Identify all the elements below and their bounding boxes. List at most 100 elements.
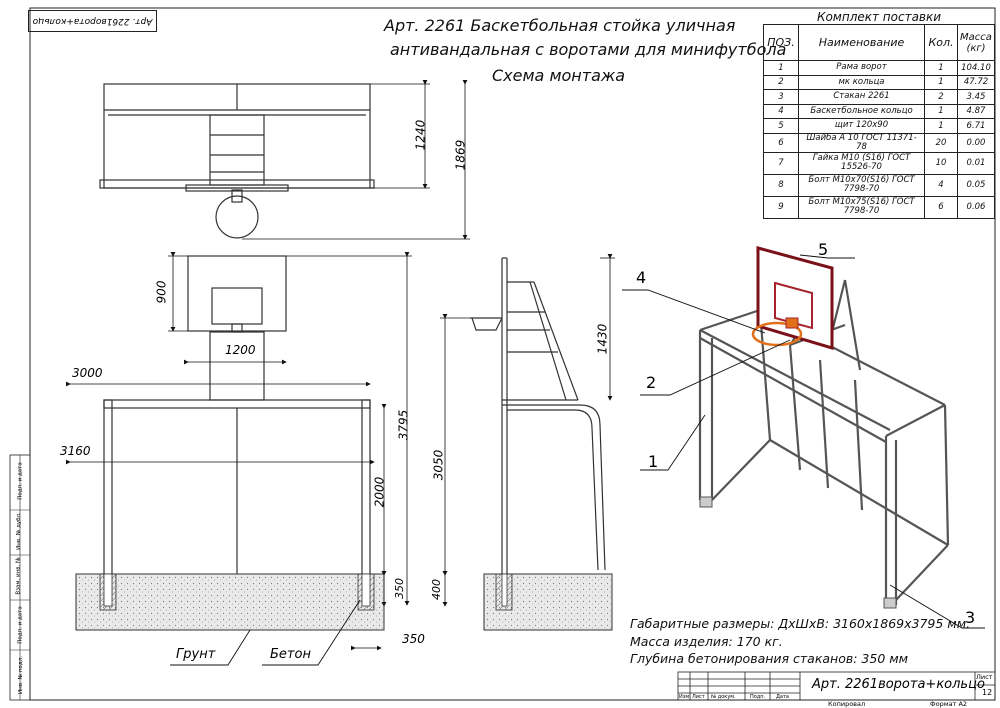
dim-1430: 1430 [595, 323, 610, 355]
position-3: 3 [965, 608, 976, 627]
note-depth: Глубина бетонирования стаканов: 350 мм [630, 651, 909, 666]
notes: Габаритные размеры: ДхШхВ: 3160х1869х379… [630, 615, 970, 668]
spec-caption: Комплект поставки [763, 10, 995, 25]
titleblock-copied: Копировал [828, 700, 866, 708]
spec-cell-qty: 2 [924, 89, 958, 105]
spec-cell-name: мк кольца [798, 74, 925, 90]
dim-350-vertical: 350 [393, 578, 406, 599]
spec-cell-pos: 3 [763, 89, 799, 105]
title-line-3: Схема монтажа [492, 66, 626, 85]
label-concrete: Бетон [270, 647, 311, 662]
spec-cell-pos: 5 [763, 118, 799, 134]
titleblock-sheet-label: Лист [976, 673, 993, 681]
spec-cell-name: Болт M10x75(S16) ГОСТ 7798-70 [798, 195, 925, 219]
spec-cell-mass: 6.71 [957, 118, 995, 134]
front-view [103, 255, 371, 606]
spec-header-mass: Масса (кг) [957, 24, 995, 61]
label-ground: Грунт [176, 647, 216, 662]
spec-header-qty: Кол. [924, 24, 958, 61]
spec-cell-pos: 9 [763, 195, 799, 219]
top-view [99, 83, 375, 239]
spec-cell-name: щит 120х90 [798, 118, 925, 134]
note-mass: Масса изделия: 170 кг. [630, 633, 783, 649]
spec-cell-mass: 47.72 [957, 74, 995, 90]
spec-header-name: Наименование [798, 24, 925, 61]
spec-cell-name: Болт M10x70(S16) ГОСТ 7798-70 [798, 173, 925, 197]
sidebar-label-4: Подп. и дата [17, 606, 24, 644]
spec-header-pos: ПОЗ. [763, 24, 799, 61]
titleblock-col-doc: № докум. [711, 694, 736, 700]
title-line-2: антивандальная с воротами для минифутбол… [390, 40, 787, 59]
spec-cell-qty: 1 [924, 60, 958, 76]
spec-cell-qty: 10 [924, 151, 958, 175]
position-1: 1 [648, 452, 659, 471]
spec-cell-qty: 1 [924, 103, 958, 119]
titleblock-name: Арт. 2261ворота+кольцо [812, 677, 985, 692]
spec-table: Комплект поставки ПОЗ. Наименование Кол.… [763, 10, 995, 219]
dim-2000: 2000 [372, 476, 387, 508]
spec-cell-name: Гайка M10 (S16) ГОСТ 15526-70 [798, 151, 925, 175]
spec-cell-pos: 4 [763, 103, 799, 119]
position-5: 5 [818, 240, 829, 259]
spec-cell-qty: 6 [924, 195, 958, 219]
spec-cell-name: Рама ворот [798, 60, 925, 76]
titleblock-col-list: Лист [692, 694, 705, 700]
dim-1869: 1869 [453, 139, 468, 171]
spec-cell-pos: 1 [763, 60, 799, 76]
spec-cell-name: Стакан 2261 [798, 89, 925, 105]
spec-cell-qty: 4 [924, 173, 958, 197]
sidebar-label-2: Инв. № дубл. [15, 512, 22, 550]
spec-cell-mass: 0.01 [957, 151, 995, 175]
spec-cell-pos: 8 [763, 173, 799, 197]
spec-cell-qty: 20 [924, 132, 958, 153]
spec-cell-mass: 3.45 [957, 89, 995, 105]
titleblock-sheet-number: 12 [982, 688, 993, 697]
dim-400: 400 [430, 579, 443, 600]
spec-cell-mass: 0.06 [957, 195, 995, 219]
dim-3795: 3795 [396, 409, 411, 441]
spec-cell-mass: 4.87 [957, 103, 995, 119]
titleblock-col-izm: Изм [679, 694, 690, 700]
spec-cell-mass: 0.05 [957, 173, 995, 197]
side-view [470, 257, 606, 605]
spec-cell-qty: 1 [924, 74, 958, 90]
note-size: Габаритные размеры: ДхШхВ: 3160х1869х379… [630, 616, 971, 631]
dim-1240: 1240 [413, 119, 428, 151]
dim-3000: 3000 [72, 366, 103, 380]
sidebar-label-1: Подп. и дата [17, 462, 24, 500]
dim-3050: 3050 [431, 449, 446, 481]
dim-3160: 3160 [60, 444, 91, 458]
sidebar-label-5: Инв. № подл. [17, 656, 24, 694]
titleblock-col-date: Дата [776, 694, 789, 700]
spec-cell-mass: 0.00 [957, 132, 995, 153]
sidebar-label-3: Взам. инв. № [15, 557, 22, 595]
spec-cell-name: Баскетбольное кольцо [798, 103, 925, 119]
spec-cell-qty: 1 [924, 118, 958, 134]
spec-cell-pos: 7 [763, 151, 799, 175]
dim-1200: 1200 [225, 343, 256, 357]
position-4: 4 [636, 268, 647, 287]
spec-cell-name: Шайба А 10 ГОСТ 11371-78 [798, 132, 925, 153]
dim-350-horizontal: 350 [402, 632, 425, 646]
spec-cell-pos: 2 [763, 74, 799, 90]
titleblock-col-sign: Подп. [750, 694, 766, 700]
titleblock-format: Формат А2 [930, 700, 968, 708]
spec-cell-pos: 6 [763, 132, 799, 153]
spec-cell-mass: 104.10 [957, 60, 995, 76]
dim-900: 900 [154, 280, 169, 304]
position-2: 2 [646, 373, 657, 392]
inverted-stamp: Арт. 2261ворота+кольцо [28, 10, 157, 32]
title-line-1: Арт. 2261 Баскетбольная стойка уличная [384, 16, 736, 35]
